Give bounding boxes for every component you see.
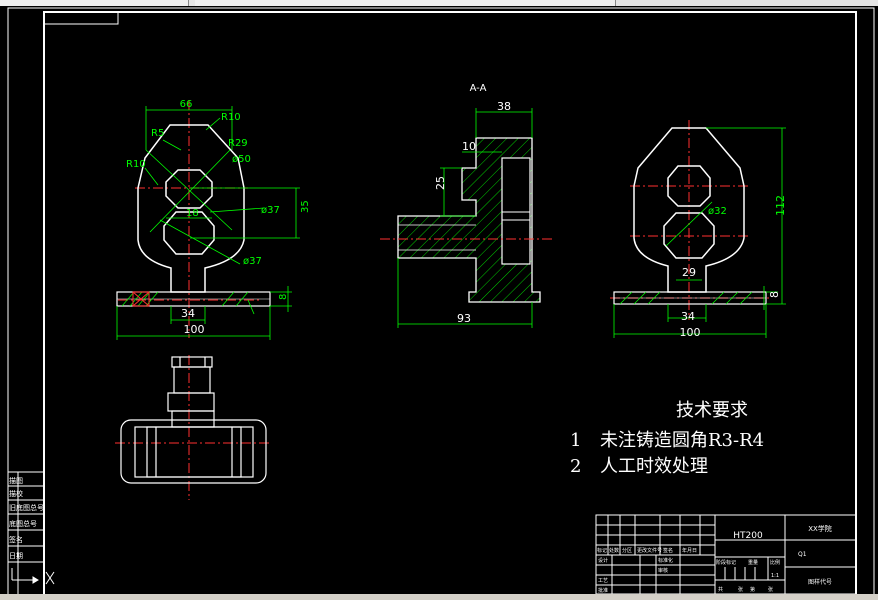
strip-label: 底图总号 [9, 519, 37, 528]
dim-r5: R5 [151, 128, 164, 139]
dim-left-h: 25 [434, 176, 447, 190]
tb-row-label: 签名 [663, 547, 673, 554]
dim-total-w-section: 93 [457, 312, 471, 325]
tech-req-num: 1 [570, 430, 582, 451]
strip-label: 描图 [9, 476, 23, 485]
tb-sub-label: 标准化 [658, 557, 673, 564]
dim-top-w: 38 [497, 100, 511, 113]
dim-d50: ø50 [232, 154, 251, 165]
frame-corner-box [43, 11, 119, 25]
tb-row-label: 标记 [597, 547, 607, 554]
dim-total-w-right: 100 [680, 326, 701, 339]
strip-label: 旧底图总号 [9, 503, 44, 512]
school-label: XX学院 [808, 524, 832, 533]
dim-d37-a: ø37 [261, 205, 280, 216]
dim-d32: ø32 [708, 206, 727, 217]
tb-sub-label: 审核 [658, 567, 668, 574]
tb-sub-label: 批准 [598, 587, 608, 594]
left-binding-strip [7, 471, 45, 597]
dim-base-w-right: 34 [681, 310, 695, 323]
dim-total-h: 112 [774, 195, 787, 216]
tech-req-item: 1 未注铸造圆角R3-R4 [570, 426, 764, 452]
dim-base-w: 34 [181, 307, 195, 320]
tb-row-label: 更改文件号 [637, 547, 662, 554]
ucs-icon [11, 568, 55, 585]
dim-height: 35 [300, 200, 311, 213]
tb-sub-label: 设计 [598, 557, 608, 564]
top-view [120, 356, 267, 484]
section-view: A-A 38 10 25 93 [380, 83, 555, 328]
dim-step: 10 [462, 140, 476, 153]
dim-width-top: 66 [180, 99, 193, 110]
tb-sub-label: 工艺 [598, 578, 608, 584]
tb-sheet-label: 第 [750, 586, 755, 593]
tech-req-text: 人工时效处理 [600, 456, 708, 477]
strip-label: 描校 [9, 489, 23, 498]
dim-gap-right: 29 [682, 266, 696, 279]
material-label: HT200 [733, 531, 763, 541]
tech-req-title: 技术要求 [676, 400, 748, 421]
dim-r10-left: R10 [126, 159, 146, 170]
dim-r29: R29 [228, 138, 248, 149]
dim-base-h-right: 8 [768, 291, 781, 298]
strip-label: 签名 [9, 535, 23, 544]
top-toolbar [0, 0, 878, 6]
tb-stage-label: 重量 [748, 559, 758, 566]
toolbar-tab[interactable] [118, 0, 189, 6]
toolbar-tab[interactable] [195, 0, 616, 6]
tb-stage-label: 阶段标记 [716, 559, 736, 566]
title-block-text: HT200 XX学院 Q1 图样代号 1:1 标记 处数 分区 更改文件号 签名… [597, 524, 832, 594]
dim-total-w: 100 [184, 323, 205, 336]
part-name: Q1 [798, 551, 807, 558]
dim-r10-top: R10 [221, 112, 241, 123]
tb-sheet-label: 张 [738, 586, 743, 593]
tb-sheet-label: 张 [768, 586, 773, 593]
tb-sheet-label: 共 [718, 586, 723, 593]
dim-d37-b: ø37 [243, 256, 262, 267]
scale-value: 1:1 [771, 573, 779, 579]
tb-stage-label: 比例 [770, 559, 780, 566]
strip-label: 日期 [9, 552, 23, 560]
dim-gap: 18 [186, 208, 199, 219]
front-view: 66 R10 R5 R29 ø50 R10 ø37 18 ø37 35 8 34… [115, 99, 311, 500]
right-view: ø32 112 29 34 8 100 [610, 120, 787, 339]
tb-row-label: 分区 [622, 547, 632, 554]
drawing-code: 图样代号 [808, 578, 832, 586]
left-strip-labels: 描图 描校 旧底图总号 底图总号 签名 日期 [9, 476, 44, 560]
section-label: A-A [470, 83, 487, 94]
tech-req-text: 未注铸造圆角R3-R4 [600, 430, 765, 451]
tech-req-num: 2 [570, 456, 582, 477]
tb-row-label: 处数 [609, 547, 619, 554]
tb-row-label: 年月日 [682, 547, 697, 554]
dim-base-h: 8 [278, 294, 289, 300]
bottom-status-bar [0, 594, 878, 600]
tech-req-item: 2 人工时效处理 [570, 452, 708, 478]
